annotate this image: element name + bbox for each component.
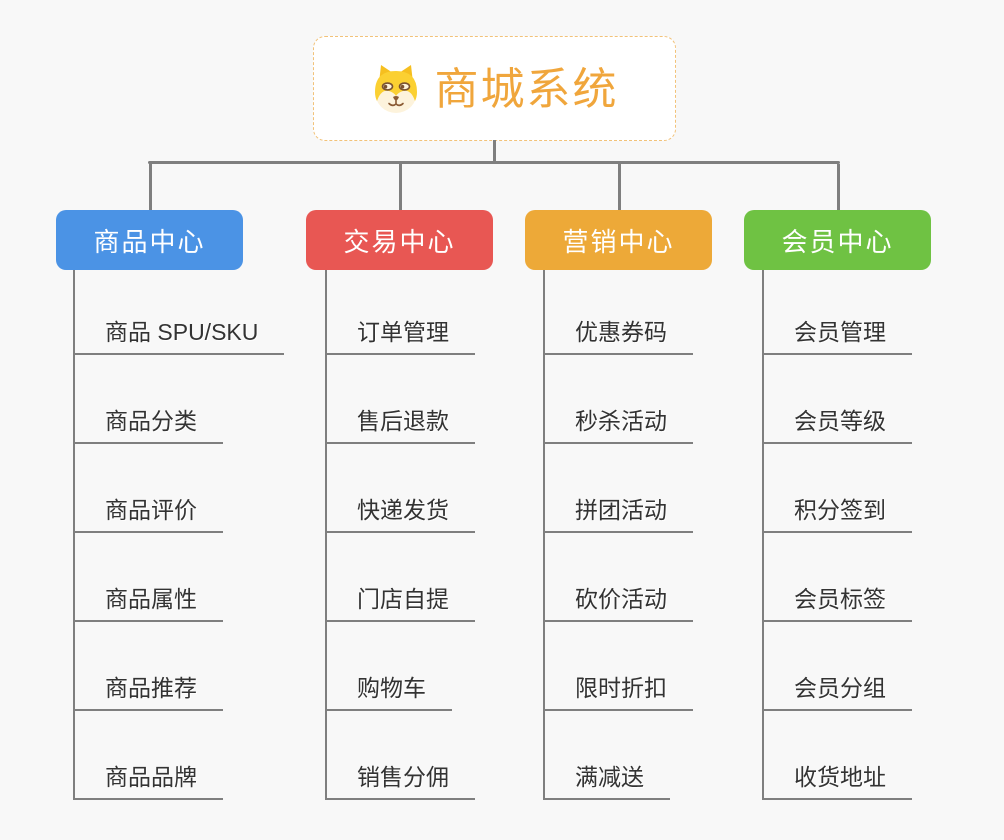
- leaf-node-label[interactable]: 会员等级: [764, 407, 912, 444]
- leaf-node-label[interactable]: 砍价活动: [545, 585, 693, 622]
- list-item: 会员等级: [764, 355, 912, 444]
- leaf-node-label[interactable]: 商品品牌: [75, 763, 223, 800]
- branch-items-goods: 商品 SPU/SKU 商品分类商品评价商品属性商品推荐商品品牌: [73, 270, 285, 800]
- leaf-node-label[interactable]: 快递发货: [327, 496, 475, 533]
- leaf-node-label[interactable]: 订单管理: [327, 318, 475, 355]
- dog-face-icon: [374, 64, 417, 113]
- leaf-node-label[interactable]: 满减送: [545, 763, 670, 800]
- leaf-node-label[interactable]: 限时折扣: [545, 674, 693, 711]
- leaf-node-label[interactable]: 购物车: [327, 674, 452, 711]
- list-item: 销售分佣: [327, 711, 475, 800]
- branch-header-marketing[interactable]: 营销中心: [525, 210, 712, 270]
- leaf-node-label[interactable]: 商品 SPU/SKU: [75, 318, 285, 355]
- connector-drop-3: [617, 164, 621, 210]
- branch-header-trade[interactable]: 交易中心: [306, 210, 493, 270]
- connector-horizontal: [148, 161, 840, 164]
- list-item: 会员管理: [764, 270, 912, 355]
- list-item: 会员分组: [764, 622, 912, 711]
- branch-items-trade: 订单管理售后退款快递发货门店自提购物车销售分佣: [325, 270, 475, 800]
- leaf-node-label[interactable]: 销售分佣: [327, 763, 475, 800]
- list-item: 拼团活动: [545, 444, 693, 533]
- leaf-node-label[interactable]: 拼团活动: [545, 496, 693, 533]
- list-item: 商品分类: [75, 355, 284, 444]
- leaf-node-label[interactable]: 商品分类: [75, 407, 223, 444]
- leaf-node-label[interactable]: 商品推荐: [75, 674, 223, 711]
- list-item: 秒杀活动: [545, 355, 693, 444]
- leaf-node-label[interactable]: 门店自提: [327, 585, 475, 622]
- connector-drop-4: [836, 164, 840, 210]
- list-item: 购物车: [327, 622, 475, 711]
- list-item: 售后退款: [327, 355, 475, 444]
- leaf-node-label[interactable]: 商品评价: [75, 496, 223, 533]
- leaf-node-label[interactable]: 会员标签: [764, 585, 912, 622]
- list-item: 商品评价: [75, 444, 284, 533]
- branch-header-member[interactable]: 会员中心: [744, 210, 931, 270]
- list-item: 订单管理: [327, 270, 475, 355]
- root-title: 商城系统: [434, 64, 619, 114]
- list-item: 满减送: [545, 711, 693, 800]
- list-item: 商品推荐: [75, 622, 284, 711]
- list-item: 优惠券码: [545, 270, 693, 355]
- list-item: 商品属性: [75, 533, 284, 622]
- list-item: 商品 SPU/SKU: [75, 270, 285, 355]
- leaf-node-label[interactable]: 收货地址: [764, 763, 912, 800]
- connector-drop-2: [398, 164, 402, 210]
- list-item: 商品品牌: [75, 711, 284, 800]
- leaf-node-label[interactable]: 会员分组: [764, 674, 912, 711]
- leaf-node-label[interactable]: 积分签到: [764, 496, 912, 533]
- connector-drop-1: [148, 164, 152, 210]
- list-item: 砍价活动: [545, 533, 693, 622]
- branch-items-member: 会员管理会员等级积分签到会员标签会员分组收货地址: [762, 270, 912, 800]
- list-item: 快递发货: [327, 444, 475, 533]
- branch-items-marketing: 优惠券码秒杀活动拼团活动砍价活动限时折扣满减送: [543, 270, 693, 800]
- connector-root-stub: [493, 140, 496, 164]
- list-item: 会员标签: [764, 533, 912, 622]
- leaf-node-label[interactable]: 秒杀活动: [545, 407, 693, 444]
- leaf-node-label[interactable]: 会员管理: [764, 318, 912, 355]
- list-item: 收货地址: [764, 711, 912, 800]
- list-item: 限时折扣: [545, 622, 693, 711]
- list-item: 门店自提: [327, 533, 475, 622]
- leaf-node-label[interactable]: 售后退款: [327, 407, 475, 444]
- branch-header-goods[interactable]: 商品中心: [56, 210, 243, 270]
- root-node[interactable]: 商城系统: [313, 36, 676, 141]
- leaf-node-label[interactable]: 商品属性: [75, 585, 223, 622]
- leaf-node-label[interactable]: 优惠券码: [545, 318, 693, 355]
- list-item: 积分签到: [764, 444, 912, 533]
